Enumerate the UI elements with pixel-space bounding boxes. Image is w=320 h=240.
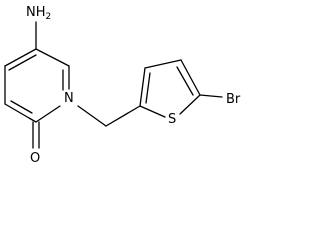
carbonyl-oxygen-label: O — [30, 151, 40, 166]
bond-c1-n — [35, 105, 61, 123]
thiophene-sulfur-label: S — [168, 112, 176, 127]
bond-t-c2-c3 — [139, 67, 146, 107]
bond-ch2-thiophene — [105, 105, 141, 127]
bond-n-ch2 — [77, 105, 107, 127]
ring-nitrogen-label: N — [64, 91, 74, 106]
molecule-drawing: NH2 N O S Br — [4, 5, 241, 166]
bond-t-c5-s — [179, 94, 201, 115]
bond-t-c4-c5-double — [176, 66, 194, 96]
bromine-label: Br — [226, 92, 241, 107]
bond-c3-c2 — [4, 103, 30, 119]
bond-c3-c2-double — [10, 100, 33, 114]
bond-c2-c1 — [28, 117, 37, 123]
amine-label: NH2 — [26, 5, 51, 22]
bond-t-c2-c3-double — [145, 72, 151, 104]
structure-diagram: NH2 N O S Br — [4, 5, 241, 166]
bond-c-br — [199, 94, 223, 98]
bond-c4-c4-inner — [8, 54, 37, 71]
bond-c5-c4 — [4, 48, 37, 67]
bond-c5-c6 — [35, 48, 70, 67]
bond-t-s-c2 — [139, 105, 166, 118]
bond-t-c3-c4 — [144, 59, 182, 69]
bond-t-c4-c5 — [180, 59, 201, 96]
